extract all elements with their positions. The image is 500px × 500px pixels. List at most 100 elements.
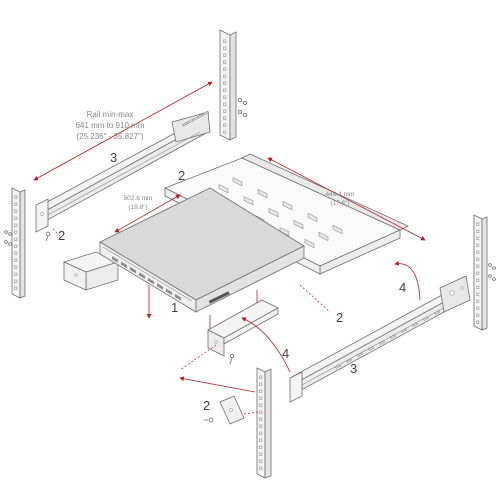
rack-hole xyxy=(259,445,263,449)
rack-hole xyxy=(476,278,480,282)
callout-3-upper-rail: 3 xyxy=(110,150,117,165)
rack-hole xyxy=(14,209,18,213)
rack-hole xyxy=(14,251,18,255)
depth-mm-text: 502.8 mm xyxy=(124,195,153,202)
tray-slot xyxy=(257,189,268,199)
callout-2-lower-screw: 2 xyxy=(203,398,210,413)
rack-hole xyxy=(476,229,480,233)
rack-hole xyxy=(259,396,263,400)
tray-slot xyxy=(218,184,229,194)
rack-hole xyxy=(476,285,480,289)
rail-slot xyxy=(412,322,419,327)
rail-lower xyxy=(289,275,471,403)
rack-hole xyxy=(223,39,227,43)
rack-hole xyxy=(476,222,480,226)
screw-set-top xyxy=(237,98,247,118)
rack-hole xyxy=(223,130,227,134)
screw-set-left xyxy=(4,230,12,246)
rack-hole xyxy=(14,286,18,290)
rack-hole xyxy=(476,264,480,268)
screw-assembly-lower xyxy=(179,376,259,425)
rack-hole xyxy=(14,237,18,241)
rack-hole xyxy=(259,417,263,421)
rail-in-text: (25.236" - 35.827") xyxy=(76,132,143,141)
rack-hole xyxy=(259,424,263,428)
callout-2-tray: 2 xyxy=(178,168,185,183)
network-appliance xyxy=(99,187,305,313)
rack-hole xyxy=(223,60,227,64)
depth-dimension xyxy=(114,194,181,233)
rack-hole xyxy=(14,279,18,283)
rack-hole xyxy=(259,466,263,470)
width-mm-text: 446.4 mm xyxy=(326,191,355,198)
ethernet-port xyxy=(175,293,181,301)
rack-hole xyxy=(223,46,227,50)
rack-hole xyxy=(476,257,480,261)
rack-hole xyxy=(223,123,227,127)
ethernet-port xyxy=(139,272,145,279)
rail-length-dimension xyxy=(33,81,213,181)
screw-upper-left xyxy=(45,231,51,242)
rotate-arrows xyxy=(241,260,421,373)
callout-3-lower-rail: 3 xyxy=(350,361,357,376)
rail-slot xyxy=(357,352,364,357)
rail-slot xyxy=(335,364,342,369)
tray-slot xyxy=(243,196,254,206)
rail-slot xyxy=(423,316,430,321)
width-label: 446.4 mm (17.6") xyxy=(326,191,355,207)
rail-slot xyxy=(379,340,386,345)
ethernet-port xyxy=(130,266,136,274)
width-in-text: (17.6") xyxy=(330,200,349,207)
rack-hole xyxy=(14,258,18,262)
rack-hole xyxy=(259,431,263,435)
rack-hole xyxy=(223,116,227,120)
rail-slot xyxy=(346,358,353,363)
rack-post-right xyxy=(473,214,488,331)
depth-label: 502.8 mm (19.8") xyxy=(124,195,153,211)
rack-hole xyxy=(14,195,18,199)
rack-hole xyxy=(14,265,18,269)
callout-2-left-screw: 2 xyxy=(58,228,65,243)
rack-hole xyxy=(476,250,480,254)
rack-hole xyxy=(476,313,480,317)
ethernet-port xyxy=(112,256,118,263)
tray-slot xyxy=(304,238,315,249)
rack-hole xyxy=(259,389,263,393)
rack-hole xyxy=(476,320,480,324)
callout-1: 1 xyxy=(171,300,178,315)
ethernet-port xyxy=(166,288,172,296)
rack-hole xyxy=(259,410,263,414)
depth-in-text: (19.8") xyxy=(128,204,147,211)
rail-length-label: Rail min-max 641 mm to 910 mm (25.236" -… xyxy=(76,110,145,141)
rack-hole xyxy=(476,236,480,240)
rack-hole xyxy=(223,74,227,78)
screw-set-right xyxy=(488,263,496,281)
rail-slot xyxy=(434,310,441,315)
rack-hole xyxy=(223,53,227,57)
tray-slot xyxy=(232,177,243,187)
rack-hole xyxy=(259,438,263,442)
rack-hole xyxy=(476,271,480,275)
rack-hole xyxy=(259,403,263,407)
rail-slot xyxy=(390,334,397,339)
rack-hole xyxy=(476,292,480,296)
rack-hole xyxy=(476,299,480,303)
rack-post-rear-top xyxy=(219,29,237,141)
rack-post-front-bottom xyxy=(256,367,272,479)
rack-hole xyxy=(223,81,227,85)
rack-hole xyxy=(223,67,227,71)
rack-hole xyxy=(259,375,263,379)
rack-hole xyxy=(14,272,18,276)
callout-4-center: 4 xyxy=(282,346,289,361)
rack-hole xyxy=(223,95,227,99)
rack-hole xyxy=(14,230,18,234)
rack-hole xyxy=(14,244,18,248)
rack-hole xyxy=(14,223,18,227)
ethernet-port xyxy=(148,277,154,285)
rack-hole xyxy=(476,243,480,247)
ethernet-port xyxy=(121,261,127,269)
callout-4-right: 4 xyxy=(399,280,406,295)
rack-hole xyxy=(259,382,263,386)
rail-title-text: Rail min-max xyxy=(87,110,134,119)
